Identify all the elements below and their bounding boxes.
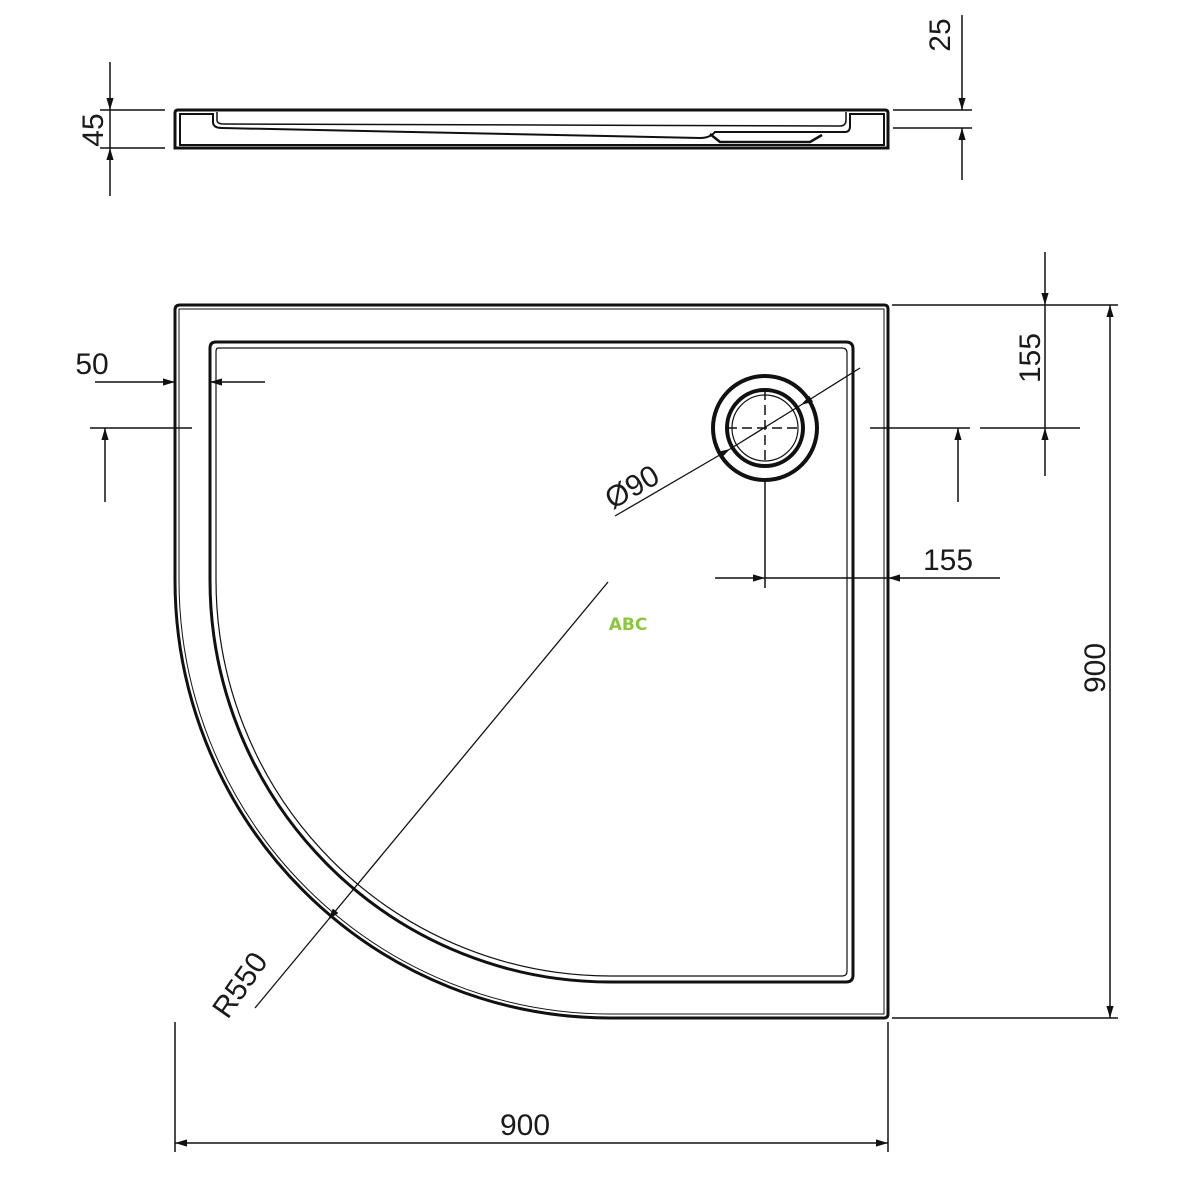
dimension-label-depth: 900 [1079, 643, 1112, 693]
dimension-25 [893, 15, 972, 180]
dimension-label-drain-offset-x: 155 [923, 544, 973, 577]
dimension-radius [254, 581, 609, 1009]
dimension-label-height: 45 [77, 113, 110, 146]
dimension-drain-offset-x [715, 480, 1000, 588]
dimension-label-rim: 25 [924, 18, 957, 51]
dimension-label-drain-diameter: Ø90 [599, 459, 665, 516]
dimension-drain-diameter [614, 367, 861, 517]
dimension-drain-offset-y [870, 252, 1118, 502]
watermark-logo: ABC [609, 615, 648, 635]
dimension-label-width: 900 [500, 1109, 550, 1142]
dimension-label-drain-offset-y: 155 [1014, 333, 1047, 383]
tray-plan [173, 303, 890, 1020]
dimension-label-rim-width: 50 [75, 348, 108, 381]
side-profile [173, 108, 890, 150]
dimension-label-radius: R550 [206, 946, 274, 1024]
dimension-depth [892, 305, 1118, 1019]
dimension-width [174, 1022, 889, 1152]
dimension-rim-width [90, 378, 265, 502]
dimension-45 [100, 62, 165, 196]
